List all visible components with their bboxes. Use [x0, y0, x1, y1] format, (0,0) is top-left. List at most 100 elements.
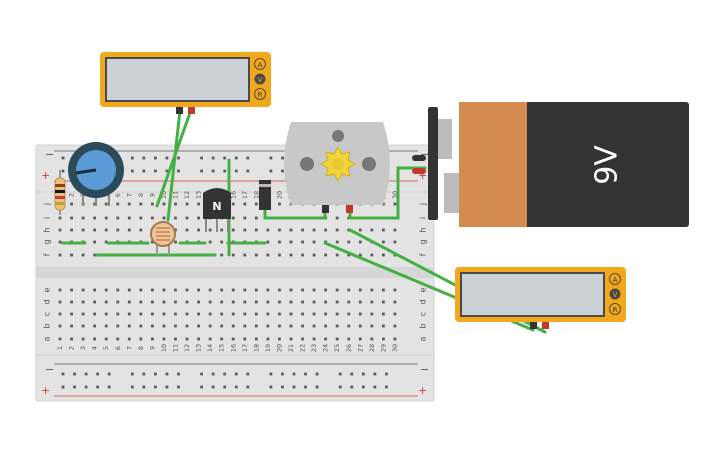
- probe-positive[interactable]: [188, 107, 195, 114]
- breadboard-hole[interactable]: [96, 372, 100, 376]
- breadboard-hole[interactable]: [70, 312, 73, 316]
- breadboard-hole[interactable]: [211, 156, 215, 160]
- breadboard-hole[interactable]: [200, 385, 203, 389]
- breadboard-hole[interactable]: [151, 216, 154, 220]
- breadboard-hole[interactable]: [127, 216, 131, 220]
- breadboard-hole[interactable]: [312, 324, 316, 328]
- breadboard-hole[interactable]: [301, 300, 304, 304]
- transistor-body[interactable]: [203, 188, 231, 219]
- breadboard-hole[interactable]: [61, 169, 65, 173]
- breadboard-hole[interactable]: [70, 216, 73, 220]
- breadboard-hole[interactable]: [324, 312, 328, 316]
- breadboard-hole[interactable]: [185, 324, 189, 328]
- breadboard-hole[interactable]: [154, 156, 157, 160]
- breadboard-hole[interactable]: [174, 240, 177, 244]
- breadboard-hole[interactable]: [393, 288, 397, 292]
- breadboard-hole[interactable]: [139, 337, 143, 341]
- breadboard-hole[interactable]: [312, 288, 316, 292]
- breadboard-hole[interactable]: [382, 288, 385, 292]
- breadboard-hole[interactable]: [269, 385, 273, 389]
- breadboard-hole[interactable]: [93, 240, 97, 244]
- breadboard-hole[interactable]: [220, 228, 224, 232]
- breadboard-hole[interactable]: [254, 216, 258, 220]
- breadboard-hole[interactable]: [393, 240, 397, 244]
- battery-terminal-negative[interactable]: [438, 119, 452, 159]
- breadboard-hole[interactable]: [208, 300, 212, 304]
- breadboard-hole[interactable]: [350, 372, 354, 376]
- breadboard-hole[interactable]: [281, 372, 284, 376]
- breadboard-hole[interactable]: [269, 372, 273, 376]
- breadboard-hole[interactable]: [197, 202, 200, 206]
- breadboard-hole[interactable]: [139, 228, 143, 232]
- mode-button-v[interactable]: [609, 288, 621, 300]
- breadboard-hole[interactable]: [382, 228, 385, 232]
- breadboard-hole[interactable]: [358, 324, 362, 328]
- breadboard-hole[interactable]: [393, 312, 397, 316]
- breadboard-hole[interactable]: [70, 337, 73, 341]
- breadboard-hole[interactable]: [361, 372, 365, 376]
- breadboard-hole[interactable]: [223, 169, 227, 173]
- breadboard-hole[interactable]: [104, 288, 108, 292]
- transistor[interactable]: N: [203, 188, 231, 232]
- breadboard-hole[interactable]: [304, 372, 307, 376]
- breadboard-hole[interactable]: [93, 216, 97, 220]
- breadboard-hole[interactable]: [301, 253, 304, 257]
- probe-negative[interactable]: [530, 322, 537, 329]
- resistor[interactable]: [54, 170, 66, 215]
- breadboard-hole[interactable]: [81, 324, 85, 328]
- breadboard-hole[interactable]: [266, 312, 270, 316]
- breadboard-hole[interactable]: [174, 300, 177, 304]
- breadboard-hole[interactable]: [220, 312, 224, 316]
- breadboard-hole[interactable]: [312, 337, 316, 341]
- breadboard-hole[interactable]: [231, 228, 235, 232]
- breadboard-hole[interactable]: [104, 216, 108, 220]
- breadboard-hole[interactable]: [208, 324, 212, 328]
- breadboard-hole[interactable]: [292, 385, 296, 389]
- breadboard-hole[interactable]: [73, 372, 76, 376]
- breadboard-hole[interactable]: [347, 253, 351, 257]
- breadboard-hole[interactable]: [162, 216, 166, 220]
- breadboard-hole[interactable]: [254, 228, 258, 232]
- breadboard-hole[interactable]: [231, 312, 235, 316]
- breadboard-hole[interactable]: [197, 337, 200, 341]
- breadboard-hole[interactable]: [324, 324, 328, 328]
- breadboard-hole[interactable]: [104, 324, 108, 328]
- breadboard-hole[interactable]: [266, 337, 270, 341]
- breadboard-hole[interactable]: [269, 156, 273, 160]
- breadboard-hole[interactable]: [93, 253, 97, 257]
- breadboard-hole[interactable]: [81, 337, 85, 341]
- breadboard-hole[interactable]: [93, 337, 97, 341]
- potentiometer[interactable]: [68, 142, 124, 206]
- breadboard-hole[interactable]: [220, 253, 224, 257]
- breadboard-hole[interactable]: [200, 372, 203, 376]
- breadboard-hole[interactable]: [185, 216, 189, 220]
- breadboard-hole[interactable]: [81, 288, 85, 292]
- breadboard-hole[interactable]: [243, 228, 247, 232]
- breadboard-hole[interactable]: [385, 385, 388, 389]
- breadboard-hole[interactable]: [289, 253, 293, 257]
- breadboard-hole[interactable]: [278, 240, 281, 244]
- breadboard-hole[interactable]: [107, 385, 111, 389]
- breadboard-hole[interactable]: [139, 312, 143, 316]
- breadboard-hole[interactable]: [243, 324, 247, 328]
- breadboard-hole[interactable]: [254, 253, 258, 257]
- breadboard-hole[interactable]: [61, 156, 65, 160]
- breadboard-hole[interactable]: [58, 312, 62, 316]
- breadboard-hole[interactable]: [165, 156, 169, 160]
- breadboard-hole[interactable]: [174, 337, 177, 341]
- breadboard-hole[interactable]: [142, 156, 146, 160]
- breadboard-hole[interactable]: [254, 312, 258, 316]
- breadboard-hole[interactable]: [382, 337, 385, 341]
- breadboard-hole[interactable]: [84, 372, 88, 376]
- breadboard-hole[interactable]: [104, 337, 108, 341]
- breadboard-hole[interactable]: [154, 169, 157, 173]
- breadboard-hole[interactable]: [197, 228, 200, 232]
- breadboard-hole[interactable]: [335, 240, 339, 244]
- breadboard-hole[interactable]: [243, 312, 247, 316]
- breadboard-hole[interactable]: [254, 324, 258, 328]
- breadboard-hole[interactable]: [197, 300, 200, 304]
- mode-button-v[interactable]: [254, 73, 266, 85]
- breadboard-hole[interactable]: [338, 385, 342, 389]
- breadboard-hole[interactable]: [162, 312, 166, 316]
